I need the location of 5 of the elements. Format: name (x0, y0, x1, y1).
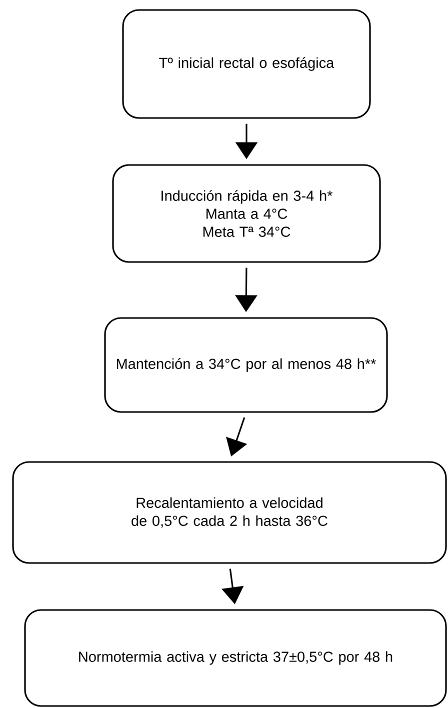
process-box: Normotermia activa y estricta 37±0,5°C por 48 h (24, 609, 447, 707)
process-box: Recalentamiento a velocidad de 0,5°C cada 2 h hasta 36°C (12, 461, 447, 564)
process-box: Inducción rápida en 3-4 h* Manta a 4°C Meta Tª 34°C (112, 164, 381, 263)
process-box: Mantención a 34°C por al menos 48 h** (104, 317, 388, 413)
process-box: Tº inicial rectal o esofágica (122, 9, 371, 119)
